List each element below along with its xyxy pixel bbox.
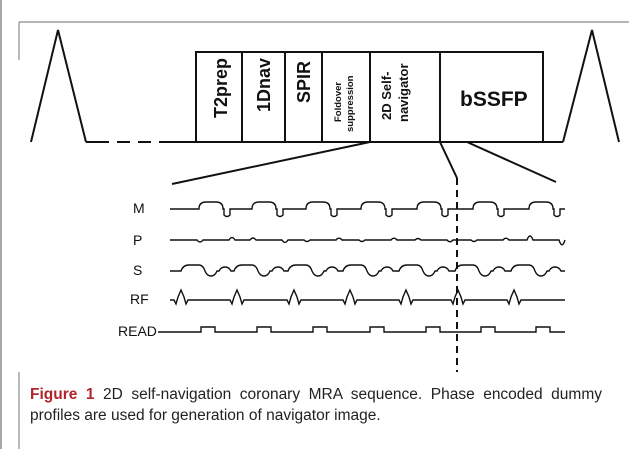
block-2d-self-navigator [369,51,441,143]
block-label-foldover-line1: Foldover [333,82,344,122]
block-t2prep [195,51,243,143]
trigger-peak-left [30,29,87,143]
block-1dnav [241,51,286,143]
channel-label-m: M [133,200,145,216]
trace-s [170,264,565,277]
trace-rf [170,288,565,306]
zoom-line-left [171,141,371,185]
block-label-t2prep: T2prep [211,58,231,118]
block-spir [284,51,323,143]
channel-traces [158,201,566,333]
block-label-2d-self-line2: navigator [396,63,411,122]
zoom-line-mid [439,141,458,179]
trace-m [170,201,565,218]
caption-text: 2D self-navigation coronary MRA sequence… [30,386,602,424]
block-label-bssfp: bSSFP [460,88,528,111]
trigger-peak-right [562,29,620,143]
trace-read [158,326,565,333]
block-bssfp [439,51,544,143]
block-label-foldover-line2: suppression [345,75,356,132]
channel-label-s: S [133,262,142,278]
block-foldover [321,51,371,143]
block-label-spir: SPIR [294,61,314,103]
caption-label: Figure 1 [30,386,95,403]
zoom-line-right [466,141,557,183]
channel-label-read: READ [118,323,157,339]
block-label-1dnav: 1Dnav [254,58,274,112]
block-label-2d-self-line1: 2D Self- [379,72,394,120]
channel-label-rf: RF [130,291,149,307]
channel-label-p: P [133,232,142,248]
figure-caption: Figure 1 2D self-navigation coronary MRA… [30,384,602,426]
trace-p [170,235,566,246]
